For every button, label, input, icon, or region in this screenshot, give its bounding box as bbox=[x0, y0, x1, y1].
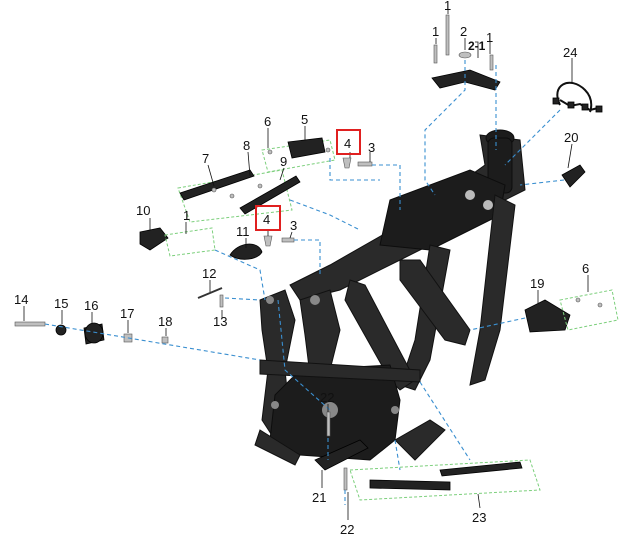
callout-20: 20 bbox=[564, 130, 578, 145]
callout-19: 19 bbox=[530, 276, 544, 291]
callout-23: 23 bbox=[472, 510, 486, 525]
callout-15: 15 bbox=[54, 296, 68, 311]
callout-17: 17 bbox=[120, 306, 134, 321]
callout-18: 18 bbox=[158, 314, 172, 329]
callout-3-lower: 3 bbox=[290, 218, 297, 233]
callout-12: 12 bbox=[202, 266, 216, 281]
callout-2-1: 2-1 bbox=[468, 39, 486, 53]
callout-13: 13 bbox=[213, 314, 227, 329]
plate-assembly-5-6 bbox=[261, 137, 336, 173]
fasteners-3-4 bbox=[263, 157, 373, 247]
highlight-box-lower bbox=[255, 205, 281, 231]
plate-assembly-19-6 bbox=[524, 289, 619, 333]
callout-5: 5 bbox=[301, 112, 308, 127]
assembly-leader-lines bbox=[44, 60, 565, 505]
callout-22-upper: 22 bbox=[320, 390, 334, 405]
callout-10: 10 bbox=[136, 203, 150, 218]
callout-4-upper: 4 bbox=[344, 136, 351, 151]
callout-21: 21 bbox=[312, 490, 326, 505]
callout-22-lower: 22 bbox=[340, 522, 354, 537]
callout-3-upper: 3 bbox=[368, 140, 375, 155]
callout-6-upper: 6 bbox=[264, 114, 271, 129]
top-mount-bracket bbox=[431, 14, 501, 91]
callout-1-mid: 1 bbox=[183, 208, 190, 223]
callout-leaders bbox=[23, 10, 589, 520]
lower-parts-21-23 bbox=[314, 411, 541, 501]
side-bars-7-8-9 bbox=[177, 169, 301, 223]
callout-2: 2 bbox=[460, 24, 467, 39]
wire-harness bbox=[552, 81, 603, 113]
callout-8: 8 bbox=[243, 138, 250, 153]
callout-24: 24 bbox=[563, 45, 577, 60]
side-covers-10-11 bbox=[139, 227, 263, 260]
callout-4-lower: 4 bbox=[263, 212, 270, 227]
callout-14: 14 bbox=[14, 292, 28, 307]
callout-1-top: 1 bbox=[444, 0, 451, 13]
highlight-box-upper bbox=[336, 129, 361, 155]
callout-1-left: 1 bbox=[432, 24, 439, 39]
callout-16: 16 bbox=[84, 298, 98, 313]
callout-1-right: 1 bbox=[486, 30, 493, 45]
callout-labels: 1 1 2 2-1 1 24 20 6 5 4 3 7 8 9 10 1 4 3… bbox=[14, 0, 589, 537]
main-frame bbox=[254, 129, 526, 466]
callout-11: 11 bbox=[236, 224, 250, 239]
callout-9: 9 bbox=[280, 154, 287, 169]
callout-7: 7 bbox=[202, 151, 209, 166]
part-20-bracket bbox=[561, 164, 586, 188]
pin-12-13 bbox=[197, 287, 224, 308]
callout-6-lower: 6 bbox=[582, 261, 589, 276]
